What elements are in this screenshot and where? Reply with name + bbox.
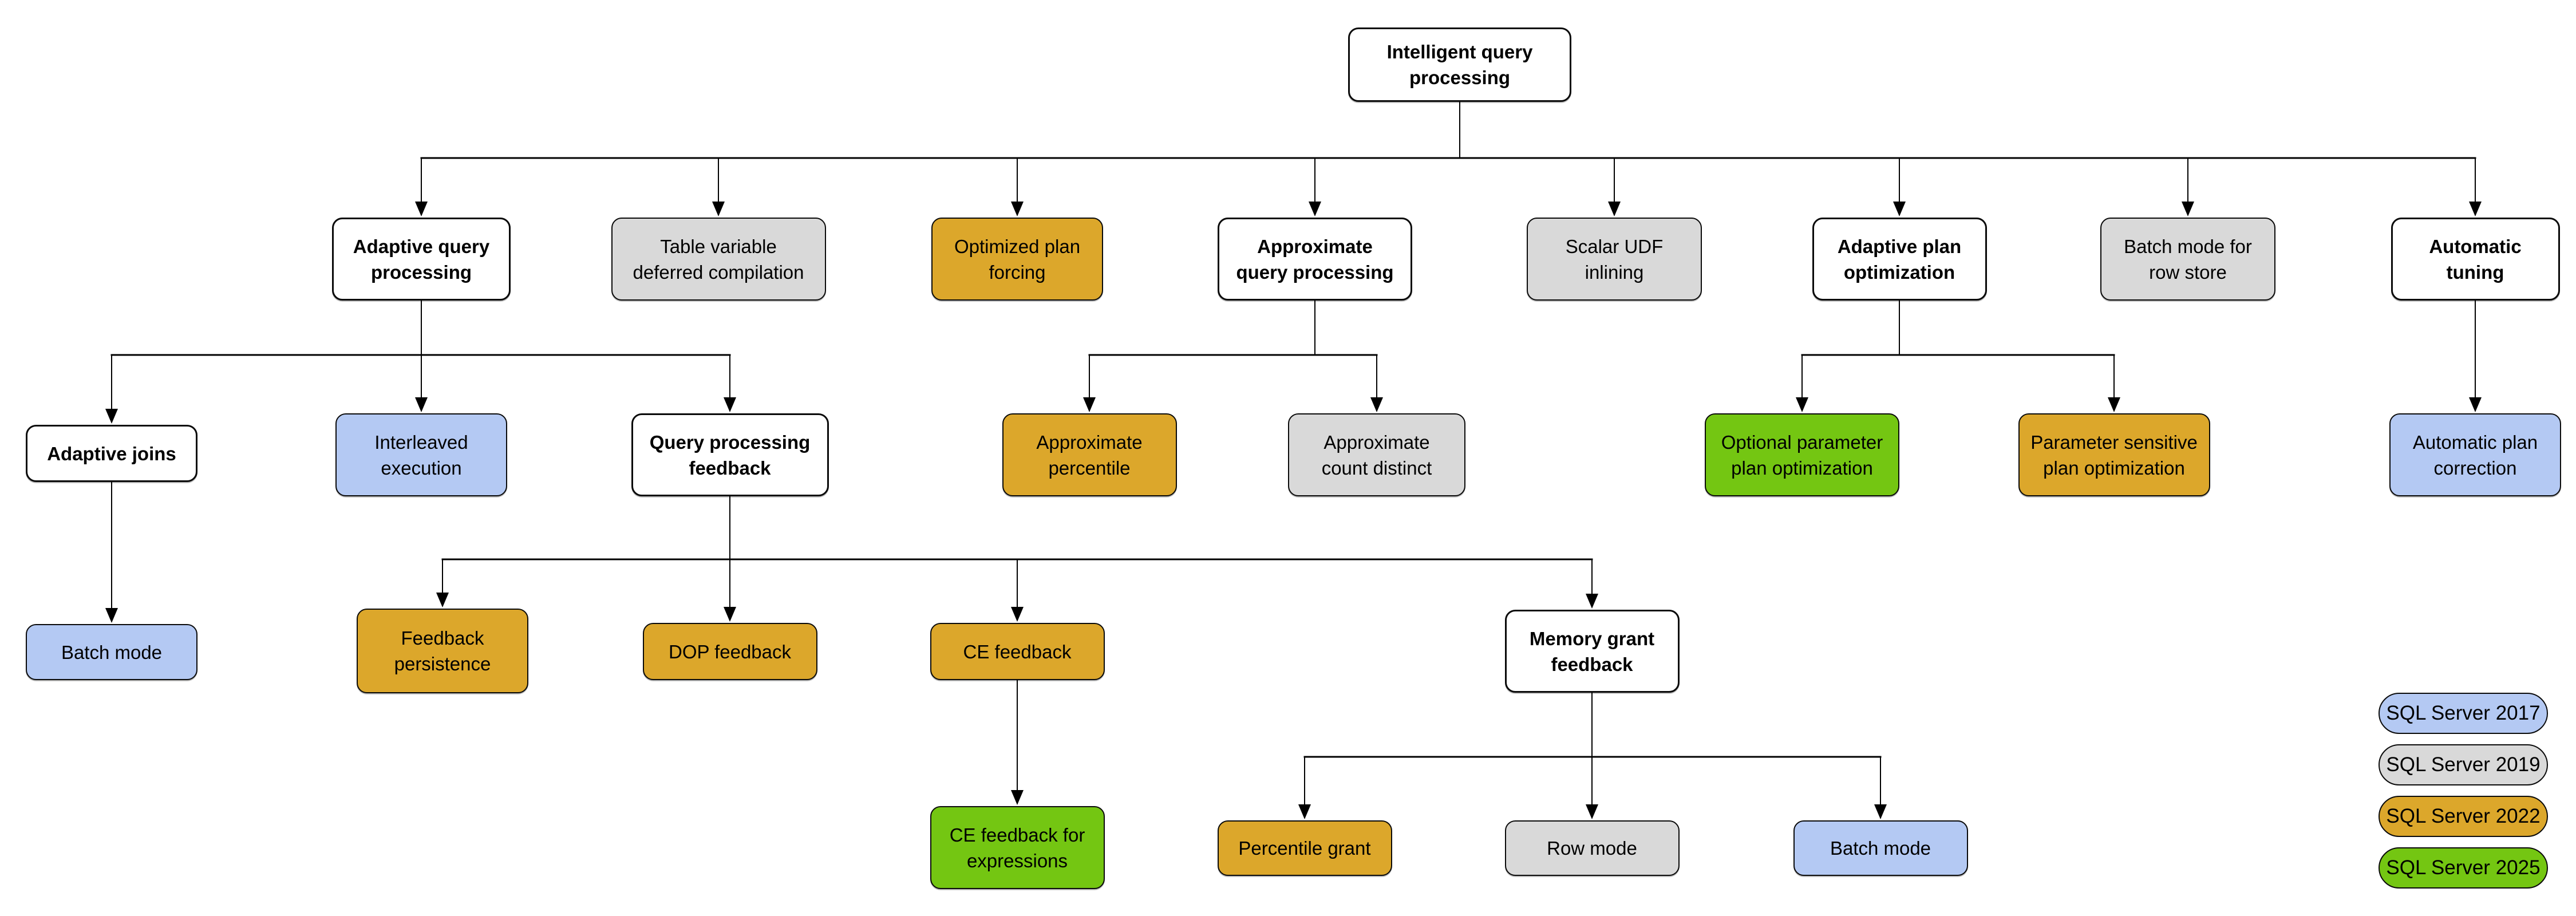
- node-intelligent-query-processing: Intelligent query processing: [1348, 27, 1571, 102]
- edge-arrow-batch-mode-for-row-store: [2182, 202, 2194, 216]
- node-adaptive-joins: Adaptive joins: [26, 425, 197, 482]
- node-approximate-percentile: Approximate percentile: [1002, 413, 1177, 496]
- legend-item-label: SQL Server 2022: [2386, 805, 2541, 827]
- tree-node-label: Intelligent query processing: [1386, 41, 1533, 88]
- edge-arrow-automatic-tuning: [2469, 202, 2482, 216]
- node-ce-feedback-for-expressions: CE feedback for expressions: [930, 806, 1105, 889]
- edge-arrow-approximate-query-processing: [1309, 202, 1321, 216]
- tree-node-label: Percentile grant: [1238, 838, 1371, 859]
- edge-arrow-adaptive-plan-optimization: [1893, 202, 1906, 216]
- edge-arrow-adaptive-query-processing: [415, 202, 428, 216]
- node-feedback-persistence: Feedback persistence: [357, 609, 528, 693]
- node-approximate-count-distinct: Approximate count distinct: [1288, 413, 1465, 496]
- edge-arrow-row-mode: [1586, 804, 1598, 819]
- tree-node-label: Optional parameter plan optimization: [1721, 431, 1883, 479]
- tree-node-label: Interleaved execution: [374, 431, 468, 479]
- edge-arrow-automatic-plan-correction: [2469, 397, 2482, 412]
- node-row-mode: Row mode: [1504, 820, 1680, 876]
- edge-arrow-batch-mode-join: [105, 608, 118, 623]
- edge-arrow-interleaved-execution: [415, 397, 428, 412]
- legend-item-sql-server-2017: SQL Server 2017: [2379, 693, 2548, 734]
- node-ce-feedback: CE feedback: [930, 623, 1105, 680]
- tree-node-label: CE feedback for expressions: [949, 824, 1085, 871]
- node-optional-parameter-plan-optimization: Optional parameter plan optimization: [1705, 413, 1899, 496]
- node-interleaved-execution: Interleaved execution: [335, 413, 507, 496]
- tree-node-label: Optimized plan forcing: [954, 235, 1081, 283]
- tree-node-label: Batch mode for row store: [2124, 235, 2252, 283]
- node-optimized-plan-forcing: Optimized plan forcing: [931, 218, 1103, 301]
- tree-node-label: Parameter sensitive plan optimization: [2030, 431, 2198, 479]
- legend-item-label: SQL Server 2025: [2386, 856, 2541, 879]
- legend-item-label: SQL Server 2019: [2386, 753, 2541, 776]
- node-batch-mode-for-row-store: Batch mode for row store: [2100, 218, 2275, 301]
- tree-node-label: Scalar UDF inlining: [1565, 235, 1664, 283]
- tree-node-label: Batch mode: [61, 641, 163, 663]
- edge-arrow-query-processing-feedback: [724, 397, 736, 412]
- edge-arrow-scalar-udf-inlining: [1608, 202, 1621, 216]
- tree-node-label: Table variable deferred compilation: [633, 235, 804, 283]
- tree-node-label: Batch mode: [1830, 838, 1931, 859]
- legend-item-sql-server-2025: SQL Server 2025: [2379, 847, 2548, 889]
- edge-arrow-parameter-sensitive-plan-optimization: [2108, 397, 2120, 412]
- edge-arrow-optional-parameter-plan-optimization: [1796, 397, 1808, 412]
- legend-item-sql-server-2022: SQL Server 2022: [2379, 796, 2548, 837]
- node-adaptive-plan-optimization: Adaptive plan optimization: [1812, 218, 1987, 301]
- tree-node-label: Approximate count distinct: [1321, 431, 1432, 479]
- tree-node-label: Query processing feedback: [649, 431, 811, 479]
- tree-node-label: Memory grant feedback: [1529, 627, 1655, 675]
- edge-arrow-approximate-count-distinct: [1370, 397, 1383, 412]
- node-approximate-query-processing: Approximate query processing: [1218, 218, 1412, 301]
- edge-arrow-approximate-percentile: [1083, 397, 1096, 412]
- tree-node-label: Adaptive plan optimization: [1837, 235, 1962, 283]
- tree-node-label: DOP feedback: [668, 641, 792, 662]
- tree-node-label: Adaptive joins: [47, 443, 176, 464]
- node-scalar-udf-inlining: Scalar UDF inlining: [1527, 218, 1702, 301]
- edge-arrow-feedback-persistence: [436, 593, 449, 607]
- tree-node-label: Automatic plan correction: [2412, 431, 2538, 479]
- tree-node-label: Adaptive query processing: [353, 235, 490, 283]
- edge-arrow-table-variable-deferred-compilation: [712, 202, 725, 216]
- tree-node-label: Automatic tuning: [2429, 235, 2522, 283]
- node-table-variable-deferred-compilation: Table variable deferred compilation: [611, 218, 826, 301]
- edge-arrow-memory-grant-feedback: [1586, 594, 1598, 609]
- node-batch-mode-join: Batch mode: [26, 624, 197, 680]
- node-memory-grant-feedback: Memory grant feedback: [1504, 610, 1680, 693]
- node-percentile-grant: Percentile grant: [1217, 820, 1392, 876]
- edge-arrow-adaptive-joins: [105, 409, 118, 424]
- edge-arrow-dop-feedback: [724, 607, 736, 622]
- edge-arrow-optimized-plan-forcing: [1011, 202, 1024, 216]
- legend-item-label: SQL Server 2017: [2386, 702, 2541, 724]
- node-automatic-tuning: Automatic tuning: [2391, 218, 2560, 301]
- tree-node-label: CE feedback: [963, 641, 1072, 662]
- tree-node-label: Row mode: [1547, 838, 1637, 859]
- edge-arrow-ce-feedback-for-expressions: [1011, 790, 1024, 805]
- node-query-processing-feedback: Query processing feedback: [631, 413, 829, 496]
- edge-arrow-ce-feedback: [1011, 607, 1024, 622]
- node-batch-mode-grant: Batch mode: [1793, 820, 1968, 876]
- node-parameter-sensitive-plan-optimization: Parameter sensitive plan optimization: [2018, 413, 2210, 496]
- edge-arrow-percentile-grant: [1298, 804, 1311, 819]
- edge-arrow-batch-mode-grant: [1874, 804, 1887, 819]
- tree-node-label: Approximate percentile: [1036, 431, 1143, 479]
- node-adaptive-query-processing: Adaptive query processing: [332, 218, 511, 301]
- legend-item-sql-server-2019: SQL Server 2019: [2379, 744, 2548, 785]
- node-automatic-plan-correction: Automatic plan correction: [2389, 413, 2561, 496]
- tree-node-label: Approximate query processing: [1236, 235, 1394, 283]
- node-dop-feedback: DOP feedback: [642, 623, 817, 680]
- tree-node-label: Feedback persistence: [394, 627, 491, 674]
